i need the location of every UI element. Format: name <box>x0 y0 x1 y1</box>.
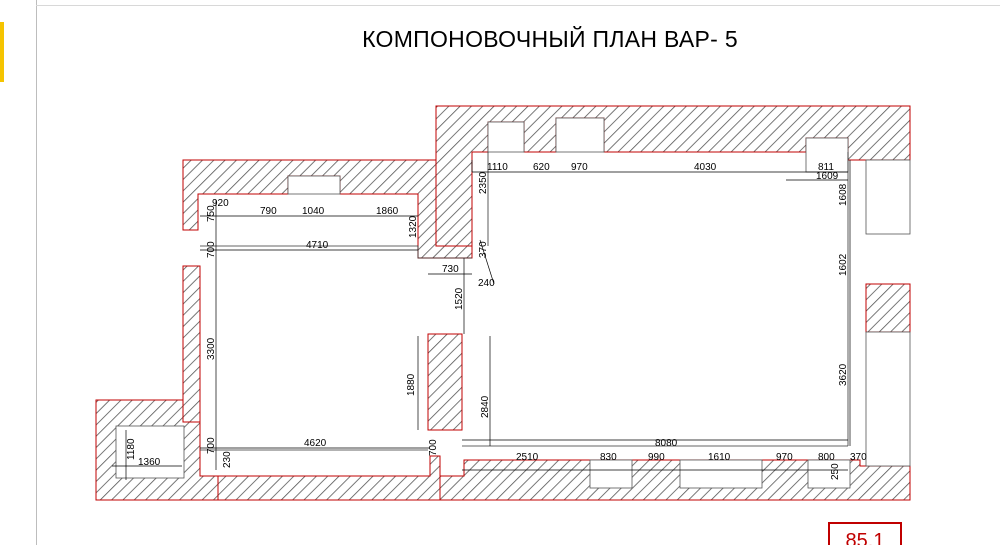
window-top-2 <box>555 117 605 153</box>
dim-4710: 4710 <box>306 240 329 251</box>
dim-1180: 1180 <box>126 438 137 460</box>
openings <box>115 117 911 489</box>
dim-3300: 3300 <box>206 337 217 360</box>
area-value-box: 85,1 <box>828 522 902 545</box>
dim-700-left-top: 700 <box>206 241 217 258</box>
dimension-lines <box>112 160 851 480</box>
dim-1610: 1610 <box>708 452 731 463</box>
plan-title: КОМПОНОВОЧНЫЙ ПЛАН ВАР- 5 <box>362 26 738 52</box>
window-bottom-1 <box>589 459 633 489</box>
dim-1520: 1520 <box>454 287 465 310</box>
dim-1602: 1602 <box>838 253 849 276</box>
wall-right-mid <box>865 283 911 333</box>
dim-8080: 8080 <box>655 438 678 449</box>
dim-4620: 4620 <box>304 438 327 449</box>
dim-830: 830 <box>600 452 617 463</box>
dim-3620: 3620 <box>838 363 849 386</box>
dim-750: 750 <box>206 205 217 222</box>
dim-1110: 1110 <box>487 162 508 173</box>
dim-370-mid: 370 <box>478 241 489 258</box>
dim-620: 620 <box>533 162 550 173</box>
wall-bottom-left <box>217 455 441 501</box>
dim-240: 240 <box>478 278 495 289</box>
dim-2350: 2350 <box>478 171 489 194</box>
dim-920: 920 <box>212 198 229 209</box>
side-tab-marker[interactable] <box>0 22 4 82</box>
window-top-1 <box>487 121 525 153</box>
dim-2510: 2510 <box>516 452 539 463</box>
window-bottom-3 <box>807 459 851 489</box>
left-side-panel <box>0 0 37 545</box>
dim-2840: 2840 <box>480 395 491 418</box>
dim-1040: 1040 <box>302 206 325 217</box>
dim-700-mid: 700 <box>428 439 439 456</box>
dim-250: 250 <box>830 463 841 480</box>
dim-990: 990 <box>648 452 665 463</box>
dim-1608: 1608 <box>838 183 849 206</box>
window-bottom-left <box>115 425 185 479</box>
dim-4030: 4030 <box>694 162 717 173</box>
dim-811: 811 <box>818 162 834 173</box>
window-right-2 <box>865 331 911 467</box>
window-right-1 <box>865 159 911 235</box>
dim-370-bottom: 370 <box>850 452 867 463</box>
wall-central-column <box>427 333 463 431</box>
dim-1609: 1609 <box>816 171 839 182</box>
dim-800: 800 <box>818 452 835 463</box>
dim-970-top: 970 <box>571 162 588 173</box>
dim-230: 230 <box>222 451 233 468</box>
wall-left-upper <box>182 265 201 423</box>
dim-970-bottom: 970 <box>776 452 793 463</box>
window-bottom-2 <box>679 459 763 489</box>
dim-1320: 1320 <box>408 215 419 238</box>
room-outline <box>200 152 849 451</box>
dim-700-left-bottom: 700 <box>206 437 217 454</box>
dim-1860: 1860 <box>376 206 399 217</box>
dim-790: 790 <box>260 206 277 217</box>
dim-1360: 1360 <box>138 457 161 468</box>
window-top-left <box>287 175 341 195</box>
top-divider <box>36 5 1000 6</box>
dim-730: 730 <box>442 264 459 275</box>
dim-1880: 1880 <box>406 373 417 396</box>
dimension-labels: 1110 620 970 4030 811 1609 1608 1602 362… <box>126 162 867 480</box>
